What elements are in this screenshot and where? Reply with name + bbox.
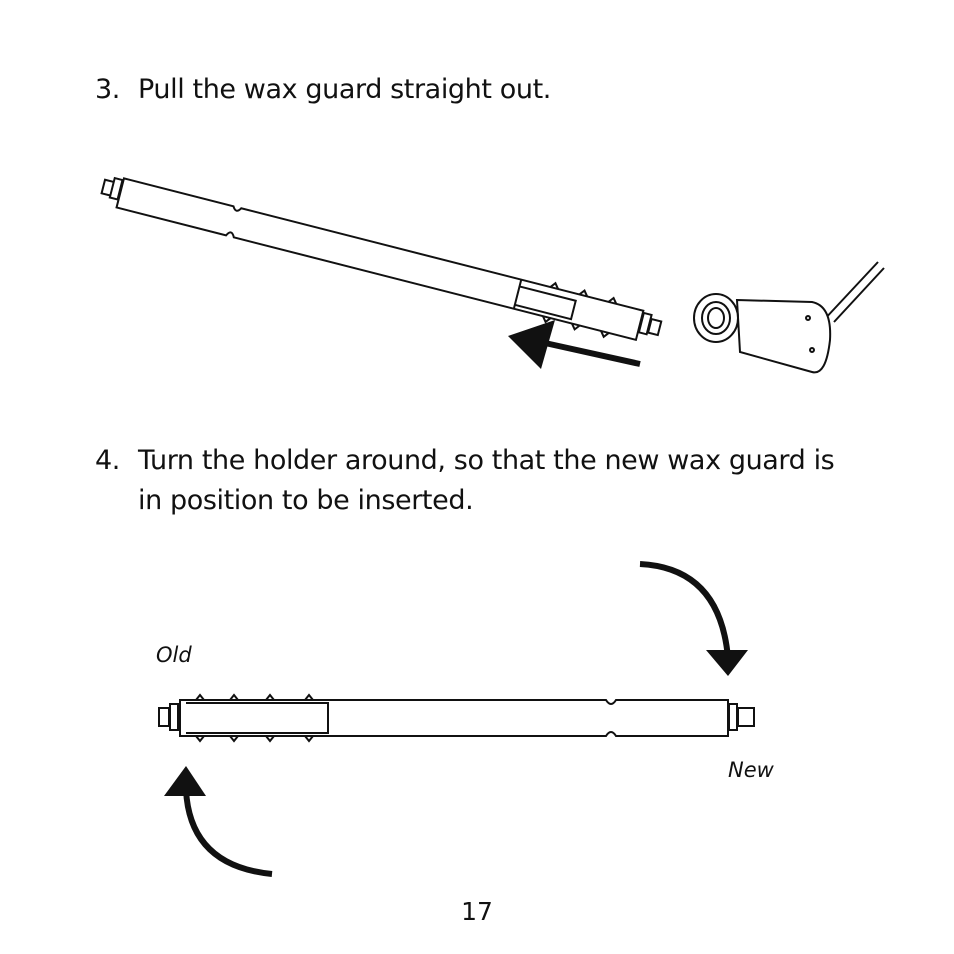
page-number: 17 <box>461 897 493 926</box>
old-label: Old <box>156 643 192 667</box>
step-text: Turn the holder around, so that the new … <box>138 445 835 516</box>
pull-arrow-icon <box>508 320 641 369</box>
wax-guard-holder-icon <box>100 176 663 342</box>
step-number: 3. <box>95 74 120 105</box>
step-text: Pull the wax guard straight out. <box>138 74 551 105</box>
rotate-arrow-bottom-icon <box>164 766 273 877</box>
step-number: 4. <box>95 445 120 476</box>
remove-wax-guard-illustration <box>100 176 885 374</box>
turn-holder-illustration <box>158 561 755 877</box>
new-label: New <box>728 758 774 782</box>
wax-guard-holder-icon <box>158 693 755 743</box>
hearing-aid-receiver-icon <box>693 261 885 374</box>
rotate-arrow-top-icon <box>639 561 748 676</box>
